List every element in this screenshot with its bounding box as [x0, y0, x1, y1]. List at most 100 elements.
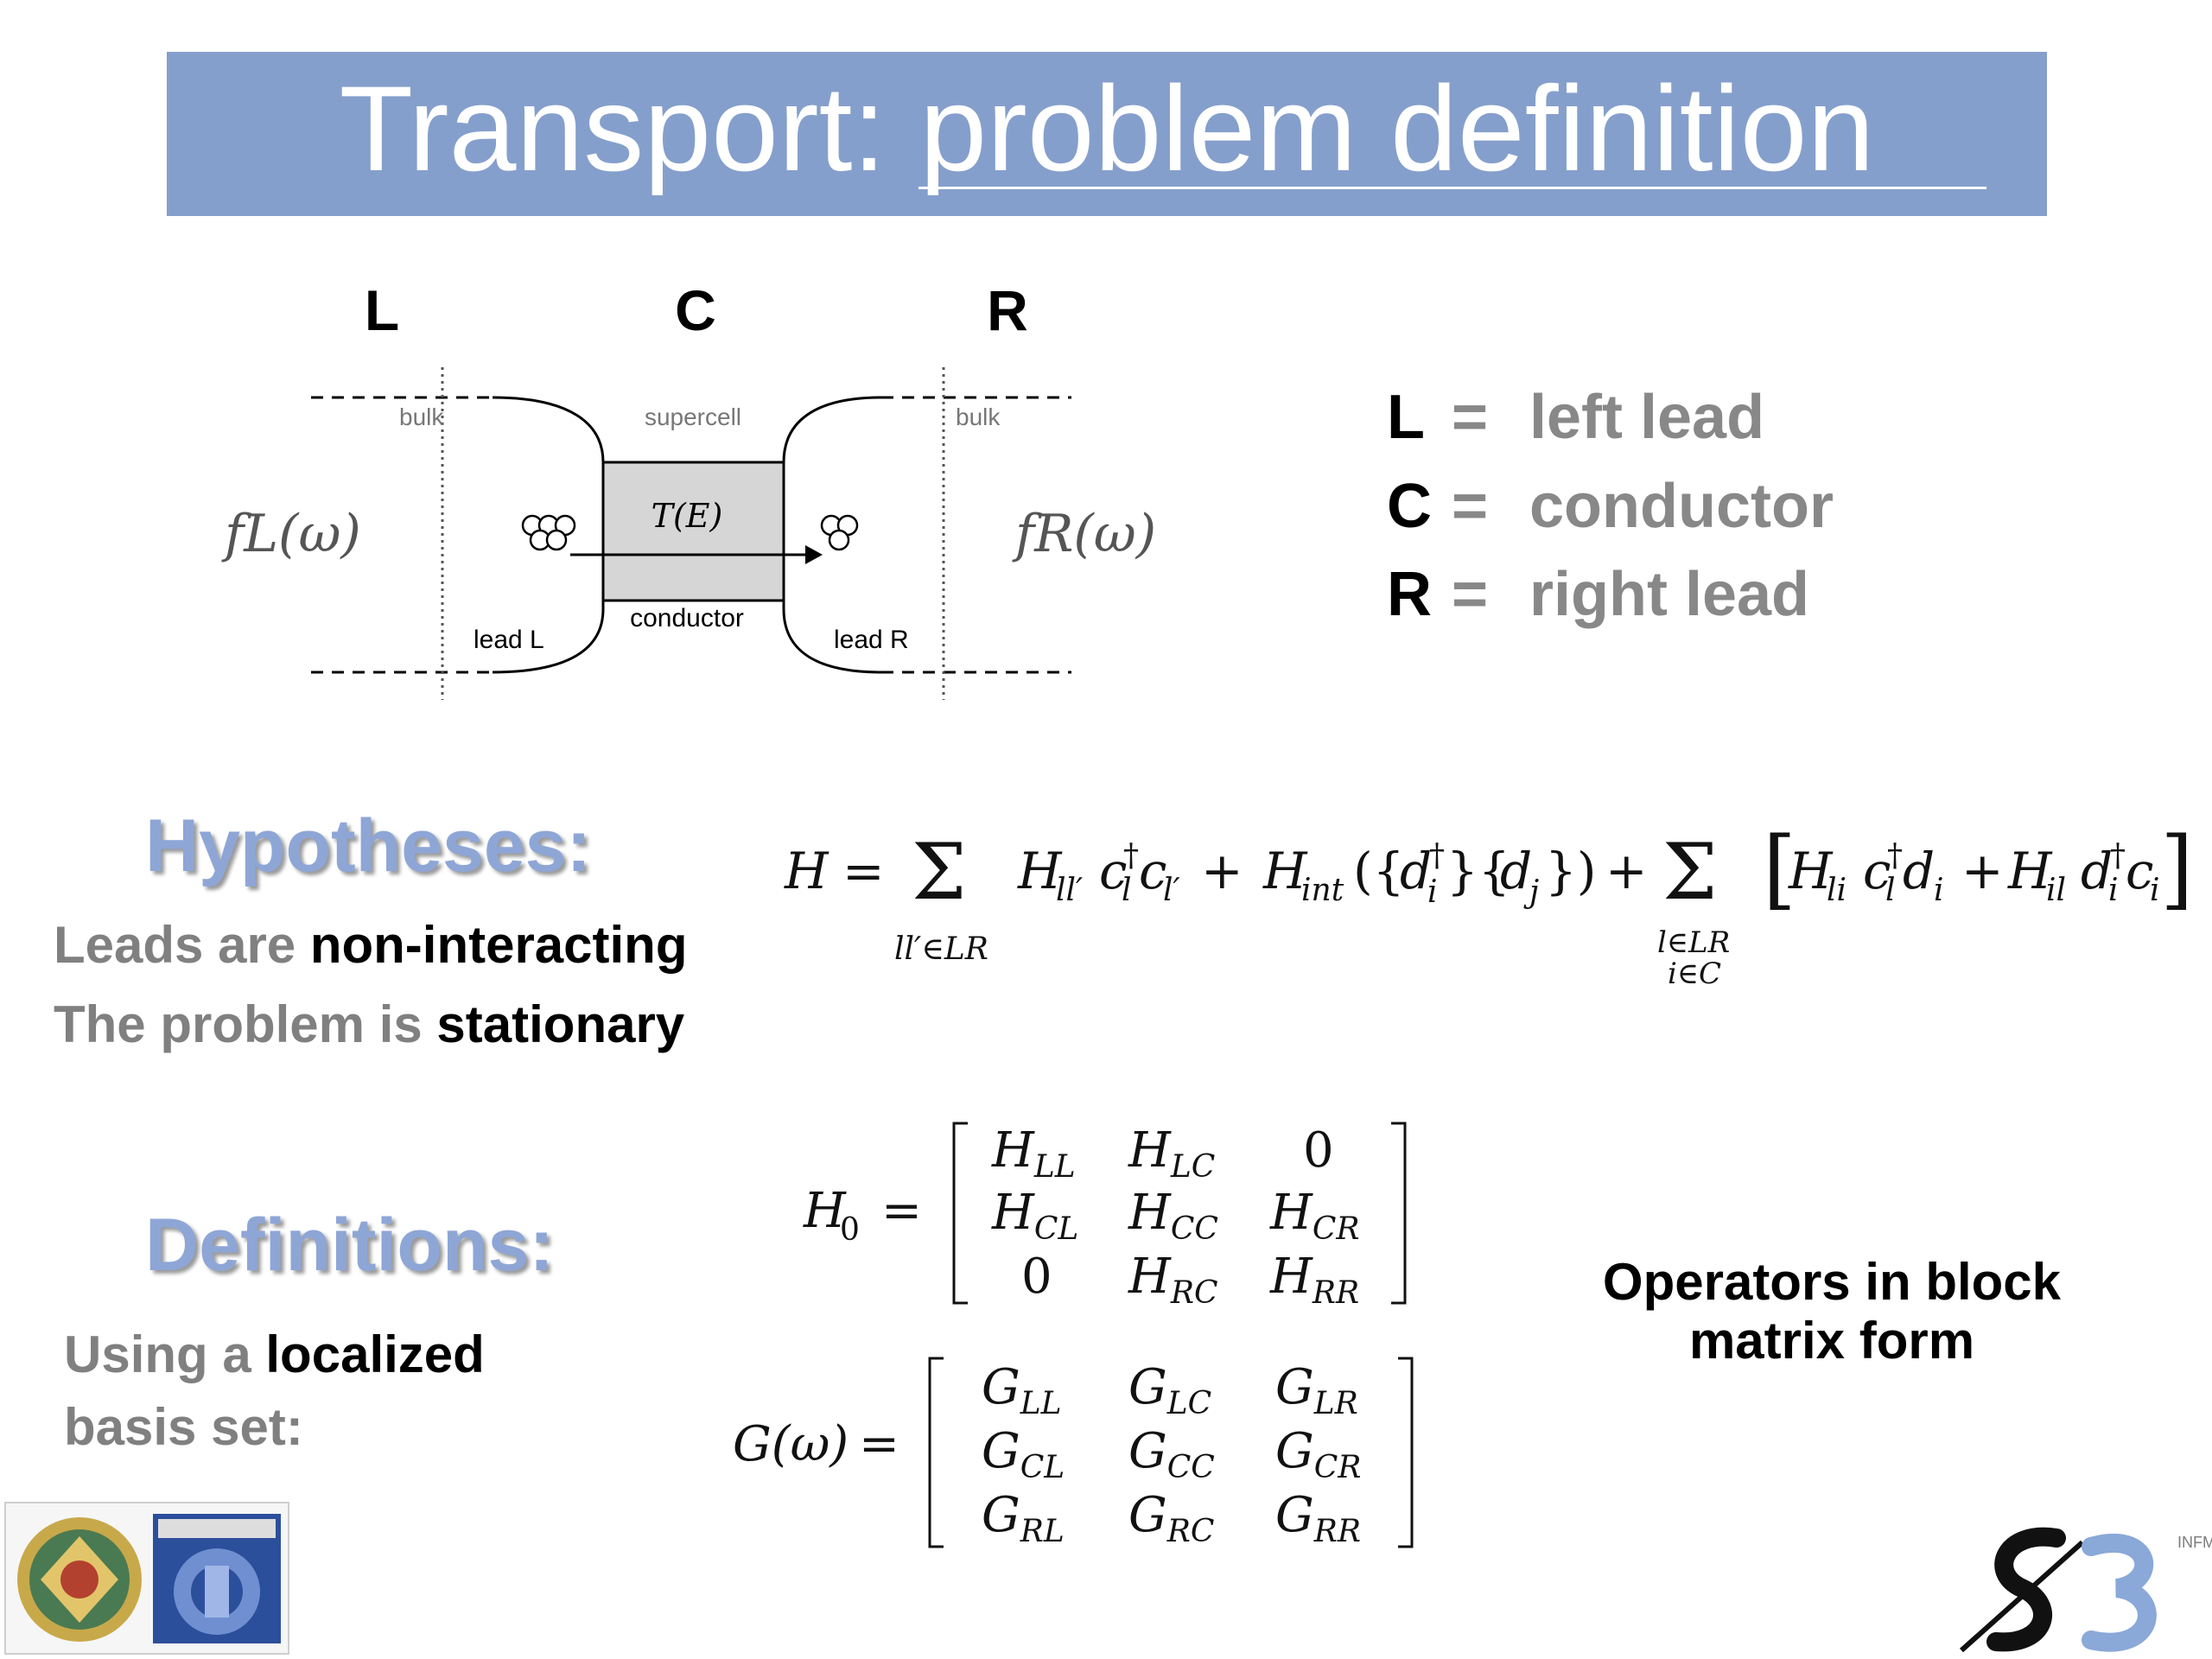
hypothesis-1-emphasis: non-interacting — [309, 916, 688, 974]
hypothesis-2-emphasis: stationary — [436, 995, 685, 1053]
definition-1-prefix: Using a — [64, 1325, 266, 1383]
svg-text:+: + — [1201, 842, 1243, 900]
svg-text:d: d — [2081, 842, 2113, 900]
svg-text:GRC: GRC — [1128, 1487, 1214, 1549]
svg-text:†: † — [1123, 838, 1139, 874]
title-underline — [918, 187, 1986, 189]
definitions-heading: Definitions: — [145, 1204, 554, 1287]
svg-text:i: i — [2150, 873, 2160, 908]
svg-text:l′: l′ — [1163, 873, 1180, 908]
s3-logo-s-shape — [1986, 1527, 2066, 1652]
city-map-logo — [153, 1514, 281, 1643]
svg-text:=: = — [881, 1183, 922, 1239]
svg-text:ll′∈LR: ll′∈LR — [894, 931, 988, 967]
svg-text:H: H — [1017, 842, 1063, 900]
svg-text:l: l — [1885, 873, 1896, 908]
bulk-right-label: bulk — [956, 404, 1001, 430]
transport-diagram: L C R bulk supercell bulk T(E) conductor… — [221, 278, 1156, 700]
lead-left-label: lead L — [474, 626, 544, 654]
svg-text:=: = — [859, 1416, 899, 1472]
legend-description: conductor — [1529, 472, 1834, 541]
svg-text:il: il — [2046, 873, 2066, 908]
svg-text:Σ: Σ — [1662, 830, 1718, 918]
svg-text:G(ω): G(ω) — [733, 1416, 849, 1472]
svg-text:GRL: GRL — [982, 1487, 1065, 1549]
hypothesis-1-prefix: Leads are — [54, 916, 310, 974]
definition-line-1: Using a localized — [64, 1324, 485, 1386]
svg-text:HCC: HCC — [1128, 1185, 1218, 1247]
svg-text:li: li — [1827, 873, 1847, 908]
svg-text:†: † — [1429, 838, 1445, 874]
electron-cluster-right — [820, 514, 859, 551]
svg-text:HLL: HLL — [991, 1122, 1076, 1185]
svg-text:d: d — [1903, 842, 1935, 900]
institution-logos — [4, 1502, 289, 1655]
svg-text:c: c — [2126, 842, 2153, 900]
svg-text:†: † — [1887, 838, 1903, 874]
hypotheses-heading: Hypotheses: — [145, 804, 592, 887]
svg-text:†: † — [2110, 838, 2126, 874]
svg-text:HRR: HRR — [1269, 1249, 1359, 1311]
svg-text:[: [ — [1763, 830, 1796, 919]
svg-text:+: + — [1961, 842, 2004, 900]
s3-logo — [1960, 1527, 2157, 1653]
legend-equals: = — [1452, 472, 1489, 541]
svg-text:GCL: GCL — [982, 1423, 1065, 1485]
svg-text:GLR: GLR — [1275, 1359, 1358, 1421]
svg-text:GLL: GLL — [982, 1359, 1062, 1421]
svg-text:+: + — [1605, 842, 1648, 900]
svg-text:HCR: HCR — [1269, 1185, 1360, 1247]
svg-text:i: i — [2108, 873, 2119, 908]
hypothesis-2-prefix: The problem is — [54, 995, 437, 1053]
svg-text:HLC: HLC — [1128, 1122, 1215, 1185]
hamiltonian-equation: H = Σ ll′∈LR H ll′ c † l c l′ + H int ({… — [784, 830, 2186, 991]
svg-text:HRC: HRC — [1128, 1249, 1218, 1311]
svg-text:({: ({ — [1353, 842, 1405, 900]
legend-equals: = — [1452, 560, 1489, 629]
legend-equals: = — [1452, 383, 1489, 452]
legend-description: right lead — [1529, 560, 1810, 629]
svg-text:d: d — [1400, 842, 1432, 900]
svg-text:l∈LR: l∈LR — [1657, 925, 1730, 960]
svg-text:d: d — [1500, 842, 1532, 900]
bulk-left-label: bulk — [399, 404, 444, 430]
svg-text:i: i — [1934, 873, 1944, 908]
conductor-label: conductor — [630, 604, 744, 632]
electron-cluster-left — [521, 514, 576, 551]
svg-text:=: = — [842, 842, 885, 900]
lead-right-label: lead R — [834, 626, 909, 654]
svg-text:}{: }{ — [1446, 842, 1510, 900]
svg-text:i∈C: i∈C — [1668, 957, 1721, 991]
svg-text:HCL: HCL — [991, 1185, 1078, 1247]
svg-text:i: i — [1427, 874, 1438, 910]
svg-text:H: H — [2007, 842, 2053, 900]
seal-logo — [17, 1517, 142, 1642]
s3-logo-3-shape — [2082, 1533, 2157, 1652]
svg-text:GCR: GCR — [1275, 1423, 1361, 1485]
legend-row-left: L = left lead — [1387, 378, 1764, 456]
svg-text:H: H — [803, 1183, 847, 1239]
legend-symbol: C — [1387, 472, 1432, 541]
region-label-left: L — [365, 278, 399, 342]
svg-text:c: c — [1863, 842, 1891, 900]
svg-text:H: H — [1788, 842, 1834, 900]
svg-text:GRR: GRR — [1275, 1487, 1361, 1549]
region-label-center: C — [675, 278, 716, 342]
h0-block-matrix: H 0 = HLL HLC 0 HCL HCC HCR 0 HRC HRR — [803, 1122, 1407, 1311]
conductor-box — [601, 461, 785, 602]
legend-row-center: C = conductor — [1387, 467, 1834, 545]
svg-text:0: 0 — [840, 1212, 860, 1248]
hypothesis-line-1: Leads are non-interacting — [54, 914, 687, 976]
f-right-label: fR(ω) — [1012, 504, 1156, 564]
slide-title: Transport: problem definition — [339, 60, 1875, 196]
svg-text:c: c — [1139, 842, 1166, 900]
legend-description: left lead — [1529, 383, 1765, 452]
hypothesis-line-2: The problem is stationary — [54, 994, 684, 1056]
legend-symbol: R — [1387, 560, 1432, 629]
transport-arrow-head — [805, 545, 823, 564]
definition-1-emphasis: localized — [265, 1325, 485, 1383]
svg-text:ll′: ll′ — [1056, 873, 1083, 908]
svg-text:Σ: Σ — [912, 830, 967, 918]
svg-text:}): }) — [1545, 842, 1597, 900]
svg-text:c: c — [1099, 842, 1127, 900]
